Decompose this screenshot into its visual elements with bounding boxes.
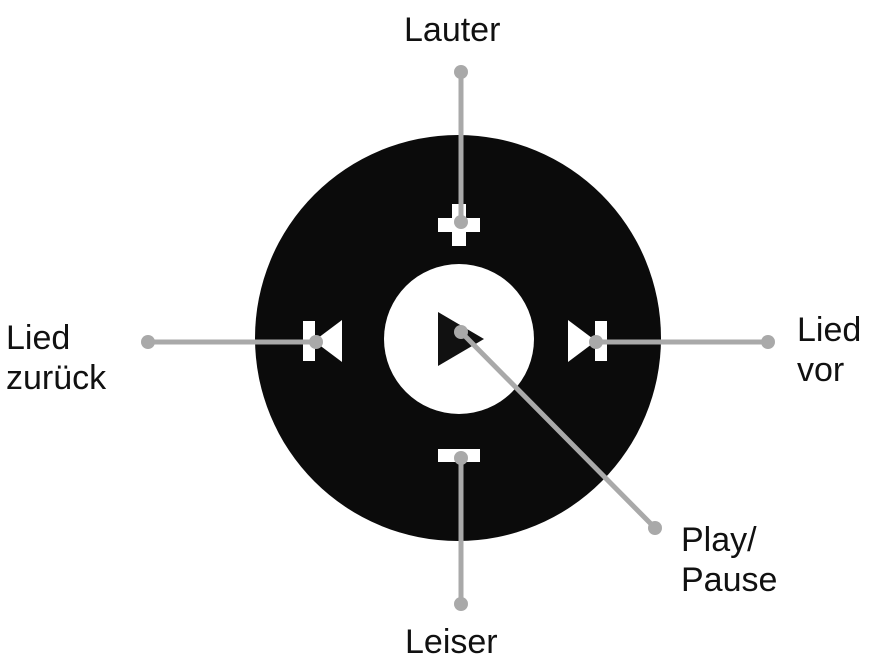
dot-vor-outer bbox=[761, 335, 775, 349]
dot-vor-inner bbox=[589, 335, 603, 349]
label-lied-vor-line-2: vor bbox=[797, 351, 845, 389]
dot-leiser-inner bbox=[454, 451, 468, 465]
dot-play-outer bbox=[648, 521, 662, 535]
leader-line-play bbox=[458, 329, 658, 531]
dot-play-inner bbox=[454, 325, 468, 339]
leader-lines bbox=[145, 69, 771, 607]
label-lied-zurueck-line-2: zurück bbox=[6, 359, 107, 397]
label-lied-vor-line-1: Lied bbox=[797, 311, 862, 349]
dot-leiser-outer bbox=[454, 597, 468, 611]
label-leiser-line-1: Leiser bbox=[405, 623, 498, 661]
label-lauter-line-1: Lauter bbox=[404, 11, 501, 49]
label-play-pause-line-2: Pause bbox=[681, 561, 778, 599]
leader-dots bbox=[141, 65, 775, 611]
label-lauter: Lauter bbox=[404, 10, 500, 50]
dot-zurueck-inner bbox=[309, 335, 323, 349]
label-lied-zurueck: Lied zurück bbox=[6, 318, 106, 398]
label-leiser: Leiser bbox=[405, 622, 498, 662]
label-play-pause: Play/ Pause bbox=[681, 520, 777, 600]
label-lied-zurueck-line-1: Lied bbox=[6, 319, 71, 357]
dot-lauter-inner bbox=[454, 215, 468, 229]
label-lied-vor: Lied vor bbox=[797, 310, 861, 390]
dot-lauter-outer bbox=[454, 65, 468, 79]
dot-zurueck-outer bbox=[141, 335, 155, 349]
label-play-pause-line-1: Play/ bbox=[681, 521, 757, 559]
